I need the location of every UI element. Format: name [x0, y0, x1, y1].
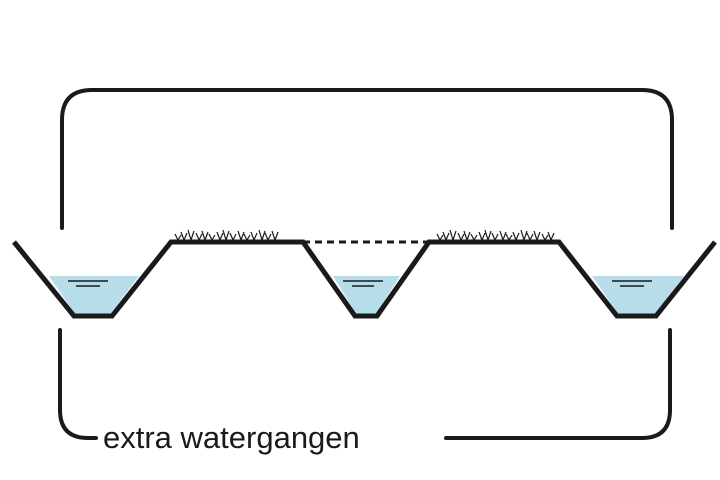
grass-blade [449, 229, 457, 242]
grass-blade [201, 230, 209, 242]
grass-blade [180, 231, 188, 242]
water-right [592, 276, 684, 314]
grass-blade [541, 233, 549, 242]
grass-tuft-icon [174, 229, 279, 242]
grass-blade [547, 231, 555, 242]
grass-blade [222, 229, 230, 242]
upper-bracket [60, 88, 674, 230]
grass-blade [533, 230, 541, 242]
grass-blade [484, 229, 492, 242]
grass-blade [174, 233, 182, 242]
grass-blade [470, 233, 478, 242]
grass-blade [187, 229, 195, 242]
grass-blade [195, 232, 203, 242]
grass-blade [478, 231, 486, 242]
grass-blade [457, 232, 465, 242]
grass-blade [520, 229, 528, 242]
grass-blade [505, 233, 513, 242]
grass-blade [216, 231, 224, 242]
grass-blade [442, 231, 450, 242]
grass-blade [271, 230, 279, 242]
grass-blade [499, 230, 507, 242]
grass-tuft-icon [436, 229, 555, 242]
water-left [49, 276, 139, 314]
grass-blade [491, 232, 499, 242]
grass-blade [243, 233, 251, 242]
grass-blade [229, 232, 237, 242]
grass-blade [463, 230, 471, 242]
grass-blade [512, 231, 520, 242]
grass-blade [250, 231, 258, 242]
water-middle [333, 276, 400, 314]
grass-blade [526, 232, 534, 242]
grass-blade [208, 233, 216, 242]
grass-blade [264, 232, 272, 242]
ground-profile [12, 239, 717, 319]
water-level-icon [68, 280, 652, 287]
lower-bracket-left [58, 328, 98, 440]
grass-blade [237, 230, 245, 242]
grass-blade [258, 229, 266, 242]
lower-bracket-right [444, 328, 672, 440]
caption-text: extra watergangen [103, 420, 360, 455]
grass-blade [436, 233, 444, 242]
